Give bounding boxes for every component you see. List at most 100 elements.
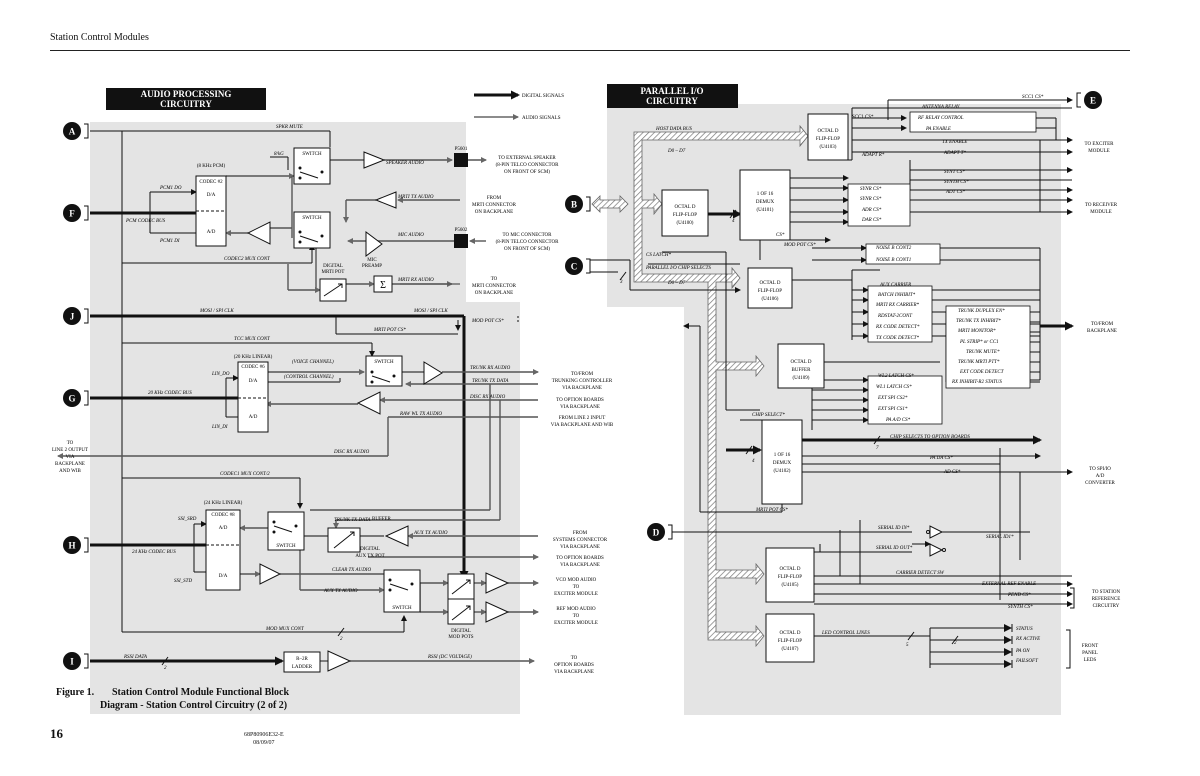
u4100-line3: (U4100) — [677, 221, 694, 226]
sig-trunk-duplex-en: TRUNK DUPLEX EN* — [958, 309, 1005, 314]
ext-option3-3: VIA BACKPLANE — [554, 670, 594, 675]
ext-receiver-2: MODULE — [1090, 210, 1111, 215]
sig-ext-code-detect: EXT CODE DETECT — [959, 370, 1005, 375]
port-g: G — [63, 389, 89, 407]
sig-pcm-codec-bus: PCM CODEC BUS — [125, 219, 166, 224]
port-j-label: J — [70, 312, 75, 322]
digital-mod-pots: DIGITAL MOD POTS — [447, 573, 475, 640]
sig-disc-rx-audio-2: DISC RX AUDIO — [333, 450, 370, 455]
summer: Σ — [373, 275, 393, 293]
u4102-line1: 1 OF 16 — [774, 453, 791, 458]
ext-front-2: PANEL — [1082, 651, 1098, 656]
sig-disc-rx-audio: DISC RX AUDIO — [469, 395, 506, 400]
sig-mrti-tx-audio: MRTI TX AUDIO — [397, 195, 434, 200]
sig-bus-7: 7 — [876, 446, 879, 451]
sig-voice-channel: (VOICE CHANNEL) — [292, 360, 334, 365]
pio-label-boxes — [847, 111, 1037, 425]
connector-p5602: P5602 — [454, 228, 468, 248]
u4103-line1: OCTAL D — [818, 129, 839, 134]
switch-voice: SWITCH — [365, 355, 403, 387]
sig-8kg: 8/kG — [274, 152, 284, 157]
ext-ref-2: TO — [573, 614, 580, 619]
u4107-line2: FLIP-FLOP — [778, 639, 802, 644]
sig-serial-id-in: SERIAL ID IN* — [878, 526, 910, 531]
audio-panel-ext-bg — [466, 302, 520, 714]
sig-dar-cs: DAR CS* — [861, 218, 882, 223]
u4106-line2: FLIP-FLOP — [758, 289, 782, 294]
sig-synr-cs-2: SYNR CS* — [860, 197, 882, 202]
port-j: J — [63, 307, 89, 325]
ext-vco-1: VCO MOD AUDIO — [556, 578, 597, 583]
audio-digital-wires — [90, 130, 519, 666]
serial-id-out-bubble — [942, 548, 946, 552]
rc-ladder-label-1: R–2R — [296, 657, 308, 662]
u4105-line1: OCTAL D — [780, 567, 801, 572]
codec-8: (24 KHz LINEAR) CODEC #8 A/D D/A — [204, 501, 243, 591]
sig-trunk-rx-audio: TRUNK RX AUDIO — [470, 366, 511, 371]
codec-2-da: D/A — [207, 193, 216, 198]
digital-mrti-pot-label-2: MRTI POT — [322, 270, 345, 275]
codec-2-rate: (8 KHz PCM) — [197, 164, 226, 169]
ext-line2out-4: BACKPLANE — [55, 462, 85, 467]
sig-mosi-spi-clk-2: MOSI / SPI CLK — [413, 309, 448, 314]
switch-speaker: SWITCH — [293, 147, 331, 185]
sig-rx-code-detect: RX CODE DETECT* — [875, 325, 920, 330]
switch-clear-tx: SWITCH — [383, 569, 421, 613]
sig-noise-b-cont1: NOISE B CONT1 — [875, 258, 911, 263]
figure-caption: Figure 1.Station Control Module Function… — [56, 686, 289, 712]
figure-caption-line2: Diagram - Station Control Circuitry (2 o… — [100, 700, 288, 711]
speaker-amp — [363, 151, 386, 169]
codec-2: (8 KHz PCM) CODEC #2 D/A A/D — [195, 164, 227, 247]
codec2-in-amp — [246, 221, 271, 245]
ext-trunking-2: TRUNKING CONTROLLER — [552, 379, 613, 384]
sig-bus-5: 5 — [906, 643, 909, 648]
ext-from-mrti-2: MRTI CONNECTOR — [472, 203, 517, 208]
port-f: F — [63, 204, 89, 222]
codec-2-title: CODEC #2 — [199, 180, 223, 185]
led-bus-slash — [907, 631, 915, 641]
sig-bus-2: 2 — [340, 637, 343, 642]
sig-bus-2c: 2 — [954, 641, 957, 646]
sig-24khz-codec-bus: 24 KHz CODEC BUS — [132, 550, 176, 555]
u4109-line2: BUFFER — [792, 368, 812, 373]
p5601-label: P5601 — [455, 147, 468, 152]
sig-pio-chip-selects: PARALLEL I/O CHIP SELECTS — [645, 266, 711, 271]
sig-ext-spi-cs1: EXT SPI CS1* — [877, 407, 908, 412]
ext-line2out-2: LINE 2 OUTPUT — [52, 448, 88, 453]
header-rule — [50, 50, 1130, 51]
demux-u4101: 1 OF 16 DEMUX (U4101) — [739, 169, 791, 241]
rc-ladder: R–2R LADDER — [283, 651, 321, 673]
sig-wl2-latch-cs: WL2 LATCH CS* — [878, 374, 914, 379]
port-a-label: A — [69, 127, 76, 137]
led-bus-slash-2 — [951, 635, 959, 645]
digital-mrti-pot-label-1: DIGITAL — [323, 264, 343, 269]
u4103-line2: FLIP-FLOP — [816, 137, 840, 142]
sig-pl-strip: PL STRIP* or CC1 — [959, 340, 999, 345]
ext-option-2: VIA BACKPLANE — [560, 405, 600, 410]
sig-trunk-tx-data: TRUNK TX DATA — [472, 379, 509, 384]
ext-speaker-1: TO EXTERNAL SPEAKER — [498, 156, 556, 161]
sig-pcm1-di: PCM1 DI — [159, 239, 180, 244]
sig-clear-tx-audio: CLEAR TX AUDIO — [332, 568, 371, 573]
sig-ad-cs: AD CS* — [943, 470, 961, 475]
sig-synt-cs: SYNT CS* — [944, 170, 965, 175]
sig-pcm1-do: PCM1 DO — [159, 186, 182, 191]
ext-option2-2: VIA BACKPLANE — [560, 563, 600, 568]
sig-serial-id1: SERIAL ID1* — [986, 535, 1014, 540]
sig-mrti-pot-cs-2: MRTI POT CS* — [755, 508, 788, 513]
sig-aux-carrier: AUX CARRIER — [879, 283, 911, 288]
ext-exciter-2: MODULE — [1088, 149, 1109, 154]
sig-led-control-lines: LED CONTROL LINES — [821, 631, 870, 636]
sig-carrier-detect-sw: CARRIER DETECT SW — [896, 571, 945, 576]
switch-trunk-tx: SWITCH — [267, 511, 305, 551]
sig-mosi-spi-clk: MOSI / SPI CLK — [199, 309, 234, 314]
port-e: E — [1076, 91, 1102, 109]
ext-speaker-2: (8-PIN TELCO CONNECTOR — [496, 163, 560, 168]
digital-mod-pots-label-1: DIGITAL — [451, 629, 471, 634]
sig-mod-pot-cs: MOD POT CS* — [471, 319, 504, 324]
serial-id-in-bubble — [926, 530, 930, 534]
ext-backplane-1: TO/FROM — [1091, 322, 1114, 327]
ext-spi-1: TO SPI/IO — [1089, 467, 1111, 472]
u4107-line1: OCTAL D — [780, 631, 801, 636]
codec-8-title: CODEC #8 — [211, 513, 235, 518]
